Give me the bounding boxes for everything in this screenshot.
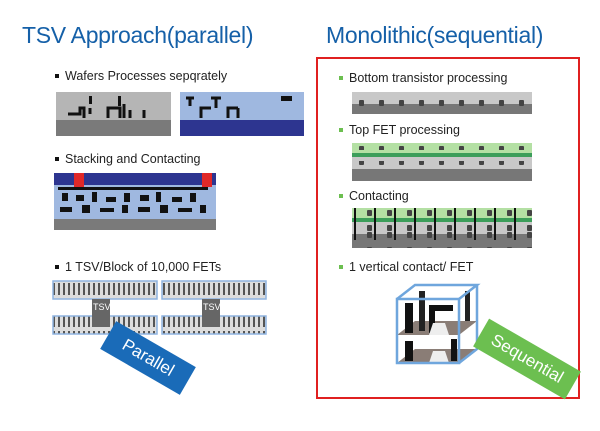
wafer-diagrams xyxy=(56,92,304,136)
bullet-icon xyxy=(339,265,343,269)
bullet-icon xyxy=(339,76,343,80)
bullet-text: Contacting xyxy=(349,189,409,203)
bullet-icon xyxy=(55,265,59,269)
bullet-text: 1 TSV/Block of 10,000 FETs xyxy=(65,260,222,274)
bullet-bottom: Bottom transistor processing xyxy=(339,71,507,85)
tsv-label: TSV xyxy=(203,302,221,312)
tsv-label: TSV xyxy=(93,302,111,312)
bullet-vertical-contact: 1 vertical contact/ FET xyxy=(339,260,473,274)
bullet-top-fet: Top FET processing xyxy=(339,123,460,137)
top-fet-diagram xyxy=(352,143,532,181)
right-title: Monolithic(sequential) xyxy=(326,22,544,48)
bullet-icon xyxy=(339,128,343,132)
left-title: TSV Approach(parallel) xyxy=(22,22,254,48)
bottom-transistor-diagram xyxy=(352,92,532,114)
bullet-text: Stacking and Contacting xyxy=(65,152,201,166)
bullet-text: Wafers Processes sepqrately xyxy=(65,69,228,83)
bullet-stacking: Stacking and Contacting xyxy=(55,152,201,166)
contacting-diagram xyxy=(352,208,534,248)
bullet-contacting: Contacting xyxy=(339,189,409,203)
bullet-text: Bottom transistor processing xyxy=(349,71,508,85)
bullet-tsv-block: 1 TSV/Block of 10,000 FETs xyxy=(55,260,221,274)
bullet-icon xyxy=(339,194,343,198)
bullet-text: 1 vertical contact/ FET xyxy=(349,260,474,274)
bullet-text: Top FET processing xyxy=(349,123,460,137)
bullet-icon xyxy=(55,74,59,78)
3d-cube-diagram xyxy=(395,283,481,365)
bullet-wafers: Wafers Processes sepqrately xyxy=(55,69,227,83)
stacked-wafer-diagram xyxy=(54,173,216,230)
bullet-icon xyxy=(55,157,59,161)
monolithic-frame xyxy=(316,57,580,399)
tsv-block-diagram xyxy=(52,280,267,335)
